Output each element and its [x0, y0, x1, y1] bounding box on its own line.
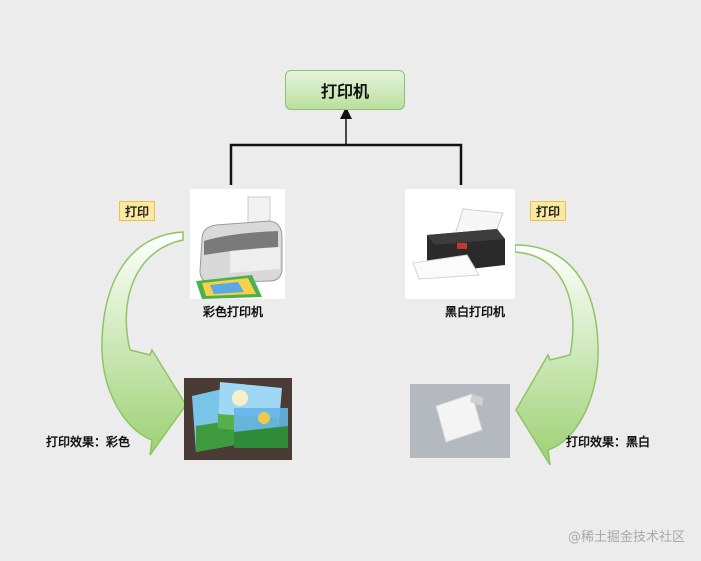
color-result-label: 打印效果：彩色	[46, 435, 131, 449]
color-printer-label: 彩色打印机	[203, 305, 264, 319]
color-printer-image	[190, 189, 285, 299]
bracket-line	[229, 143, 463, 185]
color-photos-image	[184, 378, 292, 460]
root-node-label: 打印机	[320, 82, 369, 101]
bw-result-label: 打印效果：黑白	[566, 435, 651, 449]
right-print-tag-label: 打印	[536, 204, 561, 219]
left-print-tag-label: 打印	[125, 204, 150, 219]
blank-paper-image	[410, 384, 510, 458]
right-curved-arrow	[514, 244, 599, 466]
watermark-text: @稀土掘金技术社区	[567, 530, 685, 545]
color-photos-art	[192, 382, 288, 452]
left-curved-arrow	[101, 231, 187, 456]
color-printer-icon	[196, 196, 283, 299]
root-node-printer: 打印机	[285, 70, 405, 110]
blank-paper-art	[435, 393, 484, 443]
left-print-tag: 打印	[119, 201, 156, 221]
bw-printer-icon	[412, 208, 505, 280]
right-print-tag: 打印	[530, 201, 567, 221]
bw-printer-image	[405, 189, 515, 299]
bw-printer-label: 黑白打印机	[445, 305, 506, 319]
